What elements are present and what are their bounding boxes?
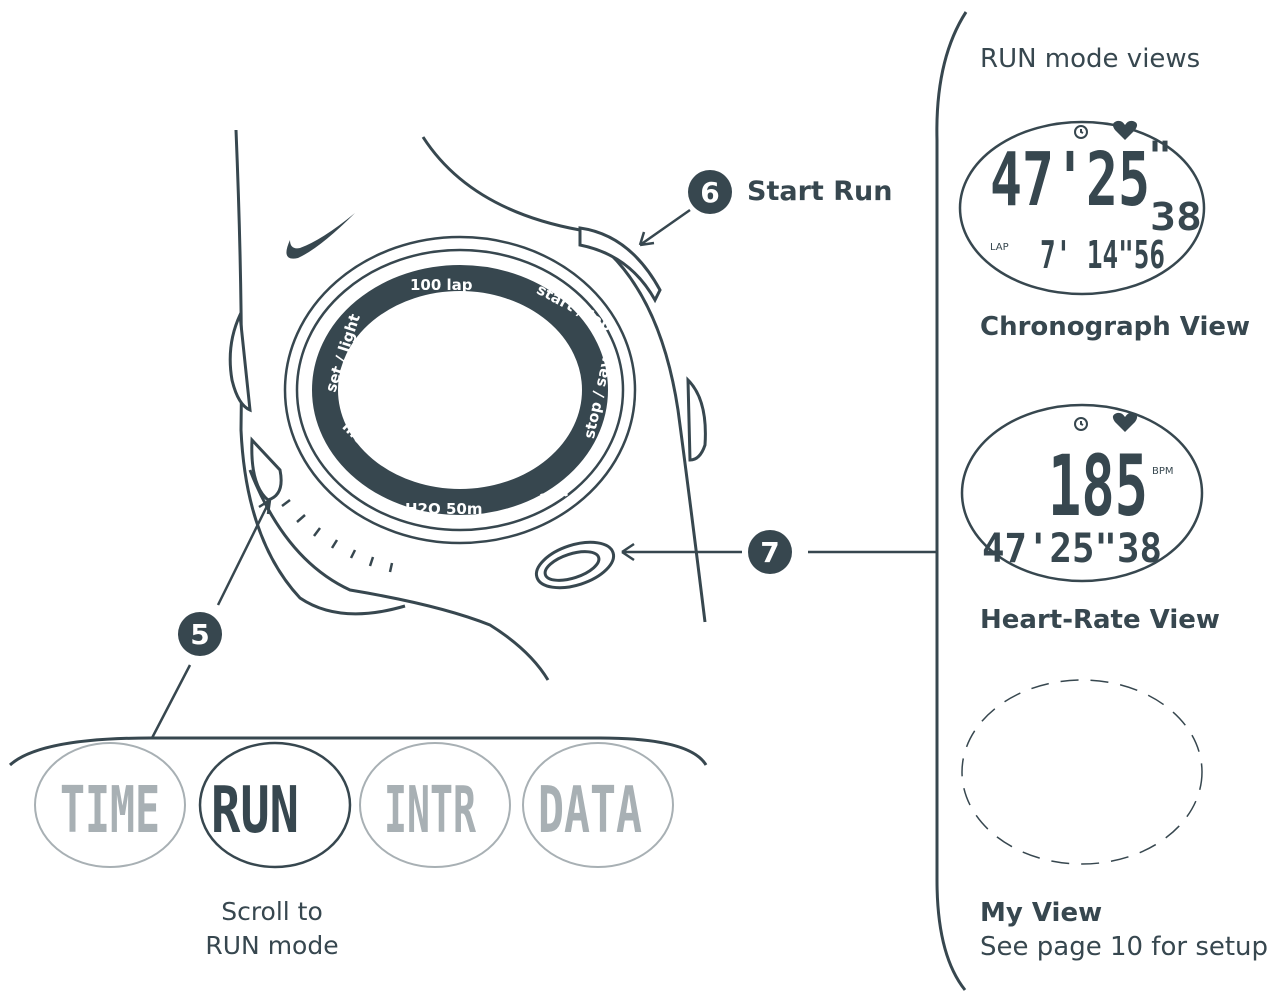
stopwatch-icon: [1074, 125, 1088, 139]
heart-icon: [1112, 412, 1138, 432]
scroll-caption: Scroll to RUN mode: [172, 895, 372, 963]
chrono-hundredths: 38: [1150, 195, 1202, 239]
step6-number: 6: [700, 176, 719, 209]
chrono-lap-label: LAP: [990, 242, 1009, 253]
heart-icon: [1112, 120, 1138, 140]
step5-arrow: [150, 498, 272, 739]
chrono-seconds-mark: ": [1148, 134, 1172, 180]
chronograph-view-title: Chronograph View: [980, 312, 1251, 342]
step6-badge: [688, 170, 732, 214]
nike-swoosh-icon: [286, 213, 355, 259]
view-button[interactable]: [531, 534, 619, 597]
watch-body: [228, 226, 707, 573]
run-mode-views-heading: RUN mode views: [980, 44, 1201, 74]
mode-intr[interactable]: INTR: [359, 742, 511, 868]
heart-rate-display: 185 BPM 47'25"38: [960, 403, 1204, 583]
mode-bracket: [8, 736, 708, 767]
mode-data[interactable]: DATA: [522, 742, 674, 868]
step6-arrow: [638, 208, 691, 247]
chronograph-display: 47'25 " 38 LAP 7' 14"56: [958, 120, 1206, 296]
step7-arrow: [621, 542, 742, 562]
chrono-main-time: 47'25: [990, 137, 1150, 223]
mode-intr-label: INTR: [384, 774, 476, 848]
mode-data-label: DATA: [538, 774, 642, 848]
mode-time-label: TIME: [60, 774, 160, 848]
right-panel-bracket: [935, 11, 968, 991]
my-view-subtitle: See page 10 for setup: [980, 932, 1269, 962]
bezel-h2o: H2O 50m: [405, 500, 482, 518]
step5-badge: [178, 612, 222, 656]
mode-time[interactable]: TIME: [34, 742, 186, 868]
my-view-display: [961, 679, 1203, 865]
step7-number: 7: [760, 536, 779, 569]
heart-rate-unit: BPM: [1152, 466, 1174, 477]
mode-run[interactable]: RUN: [198, 741, 352, 869]
step5-number: 5: [190, 618, 209, 651]
heart-rate-time: 47'25"38: [982, 526, 1162, 572]
step7-badge: [748, 530, 792, 574]
mode-scroller: TIME RUN INTR DATA: [34, 741, 674, 869]
heart-rate-view-title: Heart-Rate View: [980, 605, 1220, 635]
my-view-title: My View: [980, 898, 1103, 928]
bezel-100-lap: 100 lap: [410, 276, 473, 294]
scroll-caption-line1: Scroll to: [221, 897, 323, 926]
stopwatch-icon: [1074, 417, 1088, 431]
scroll-caption-line2: RUN mode: [205, 931, 339, 960]
chrono-lap-time: 7' 14"56: [1040, 233, 1165, 277]
mode-run-label: RUN: [211, 774, 299, 848]
heart-rate-value: 185: [1048, 437, 1148, 535]
step6-label: Start Run: [747, 176, 893, 207]
wrist-outline: [234, 129, 707, 681]
